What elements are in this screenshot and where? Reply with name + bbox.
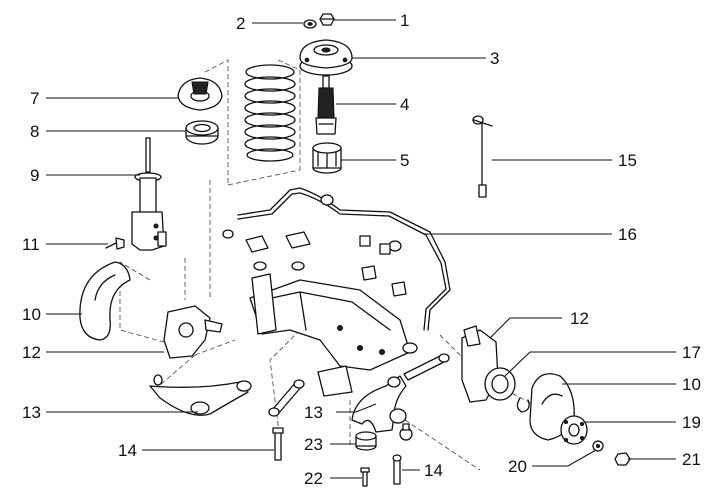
strut-bearing (185, 120, 219, 145)
tie-rod-right (403, 353, 450, 381)
left-lower-arm-bolt (272, 427, 284, 461)
stabilizer-bar (237, 187, 451, 331)
callout-13-left: 13 (22, 403, 41, 422)
callout-7: 7 (30, 89, 39, 108)
subframe-bracket (317, 365, 353, 397)
callout-23: 23 (304, 435, 323, 454)
right-lower-arm-bolt (392, 454, 402, 485)
callout-8: 8 (30, 122, 39, 141)
callout-14-right: 14 (424, 461, 443, 480)
ball-joint (399, 423, 413, 441)
callout-17: 17 (682, 343, 701, 362)
lower-arm-mount-bolt (360, 467, 370, 487)
callout-16: 16 (618, 225, 637, 244)
dust-boot-bump-stop (315, 75, 337, 135)
wheel-hub-bearing (484, 367, 516, 401)
left-brake-dust-shield (79, 261, 131, 341)
top-mount-nut (319, 13, 335, 26)
wheel-hub-flange (560, 415, 588, 445)
strut-top-mount (299, 39, 353, 76)
top-washer (303, 19, 317, 29)
callout-12-left: 12 (22, 343, 41, 362)
callout-4: 4 (400, 95, 409, 114)
callout-10-left: 10 (22, 305, 41, 324)
callout-9: 9 (30, 166, 39, 185)
coil-spring (244, 64, 296, 162)
leader-lines (46, 19, 676, 479)
lower-arm-bushing (355, 431, 377, 451)
callout-13-right: 13 (304, 403, 323, 422)
callout-20: 20 (508, 457, 527, 476)
callout-10-right: 10 (682, 375, 701, 394)
callout-labels: 1 2 3 4 5 7 8 9 11 10 12 13 14 15 16 12 … (22, 11, 701, 488)
callout-15: 15 (618, 151, 637, 170)
stabilizer-link (472, 115, 493, 198)
strut-bolt (105, 237, 125, 250)
right-lower-control-arm (351, 375, 407, 433)
callout-1: 1 (400, 11, 409, 30)
callout-22: 22 (304, 469, 323, 488)
callout-3: 3 (490, 49, 499, 68)
hub-washer (592, 440, 604, 452)
upper-spring-seat (177, 77, 223, 111)
assembly-guide-lines (119, 59, 546, 471)
callout-11: 11 (22, 235, 40, 254)
callout-2: 2 (236, 14, 245, 33)
left-lower-control-arm (149, 374, 252, 416)
strut-shock-absorber (131, 137, 167, 251)
callout-21: 21 (682, 450, 701, 469)
callout-5: 5 (400, 151, 409, 170)
stabilizer-bar-clamps (222, 229, 407, 297)
hub-nut (614, 452, 631, 466)
front-subframe (249, 273, 418, 371)
tie-rod-left (268, 379, 305, 417)
callout-19: 19 (682, 413, 701, 432)
left-steering-knuckle (163, 305, 223, 359)
spring-seat-bushing (312, 142, 342, 174)
callout-14-left: 14 (118, 441, 137, 460)
callout-12-right: 12 (570, 309, 589, 328)
retaining-circlip (516, 397, 530, 413)
